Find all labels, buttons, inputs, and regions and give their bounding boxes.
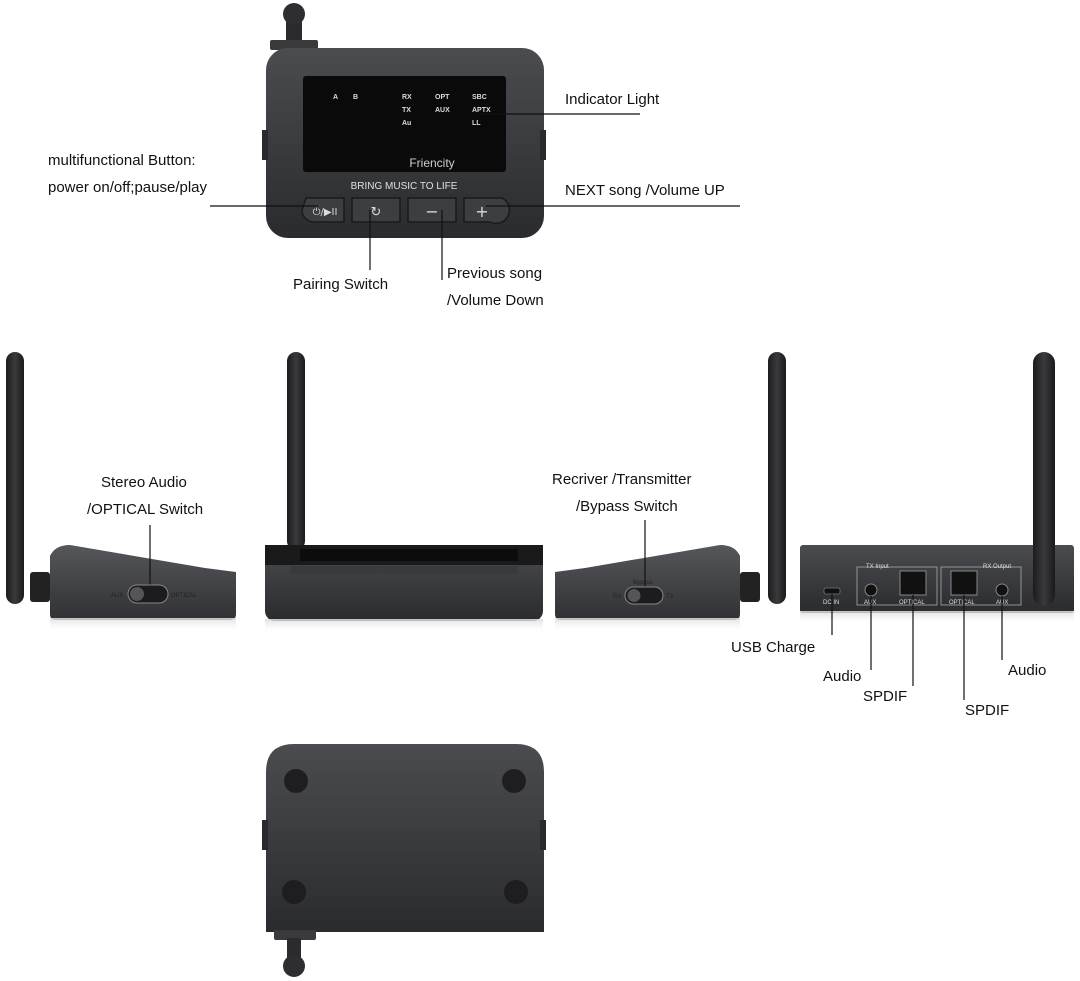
optical-in-port[interactable] [899,570,927,596]
indicator-au: Au [402,120,411,127]
indicator-b: B [353,94,358,101]
indicator-aptx: APTX [472,107,491,114]
indicator-sbc: SBC [472,94,487,101]
rear-view: TX Input RX Output DC IN AUX OPTICAL OPT… [731,352,1074,719]
optical-out-port[interactable] [950,570,978,596]
right-side-view: Bypass RX TX Recriver /Transmitter /Bypa… [552,352,786,632]
rubber-foot [282,880,306,904]
antenna [1033,352,1055,606]
rubber-foot [284,769,308,793]
left-side-view: AUX OPTICAL Stereo Audio /OPTICAL Switch [6,352,236,632]
antenna [768,352,786,604]
indicator-a: A [333,94,338,101]
plus-button[interactable] [463,197,511,225]
bottom-view [262,744,546,977]
indicator-screen [303,76,506,172]
label-stereo-2: /OPTICAL Switch [87,501,203,518]
brand-logo: Friencity [409,156,454,170]
indicator-tx: TX [402,107,411,114]
switch-label-bypass: Bypass [633,580,653,586]
aux-in-label: AUX [864,600,876,606]
rx-output-label: RX Output [983,564,1011,570]
label-spdif-out: SPDIF [965,702,1009,719]
indicator-opt: OPT [435,94,450,101]
pairing-button[interactable] [351,197,401,223]
right-side-body [555,545,740,620]
indicator-rx: RX [402,94,412,101]
power-play-button[interactable] [301,197,345,223]
pairing-icon: ↻ [371,205,382,220]
center-view [265,352,543,633]
antenna [287,352,305,550]
label-multi-1: multifunctional Button: [48,152,196,169]
optical-out-label: OPTICAL [949,600,975,606]
antenna-knob [283,3,305,25]
rubber-foot [502,769,526,793]
dc-in-label: DC IN [823,600,839,606]
minus-icon: − [425,202,438,221]
switch-label-rx: RX [613,594,621,600]
label-stereo-1: Stereo Audio [101,474,187,491]
label-next: NEXT song /Volume UP [565,182,725,199]
slogan: BRING MUSIC TO LIFE [351,181,458,192]
usb-port[interactable] [823,587,841,595]
front-view: A B RX TX Au OPT AUX SBC APTX LL Frienci… [48,3,740,309]
label-usb-charge: USB Charge [731,639,815,656]
tx-input-label: TX Input [866,564,889,570]
label-prev-2: /Volume Down [447,292,544,309]
indicator-aux: AUX [435,107,450,114]
switch-label-aux: AUX [111,593,123,599]
optical-in-label: OPTICAL [899,600,925,606]
minus-button[interactable] [407,197,457,223]
switch-label-tx: TX [666,594,674,600]
label-audio-in: Audio [823,668,861,685]
switch-label-optical: OPTICAL [171,593,197,599]
plus-icon: + [475,202,488,221]
power-play-icon: ⏻/▶II [313,207,338,218]
label-pairing: Pairing Switch [293,276,388,293]
label-rxtx-1: Recriver /Transmitter [552,471,691,488]
left-side-body [50,545,236,620]
aux-in-port[interactable] [864,583,878,597]
label-prev-1: Previous song [447,265,542,282]
indicator-ll: LL [472,120,481,127]
label-indicator-light: Indicator Light [565,91,660,108]
label-rxtx-2: /Bypass Switch [576,498,678,515]
rubber-foot [504,880,528,904]
label-audio-out: Audio [1008,662,1046,679]
antenna [6,352,24,604]
bottom-body [266,744,544,932]
aux-out-port[interactable] [995,583,1009,597]
label-spdif-in: SPDIF [863,688,907,705]
antenna-knob [283,955,305,977]
label-multi-2: power on/off;pause/play [48,179,208,196]
